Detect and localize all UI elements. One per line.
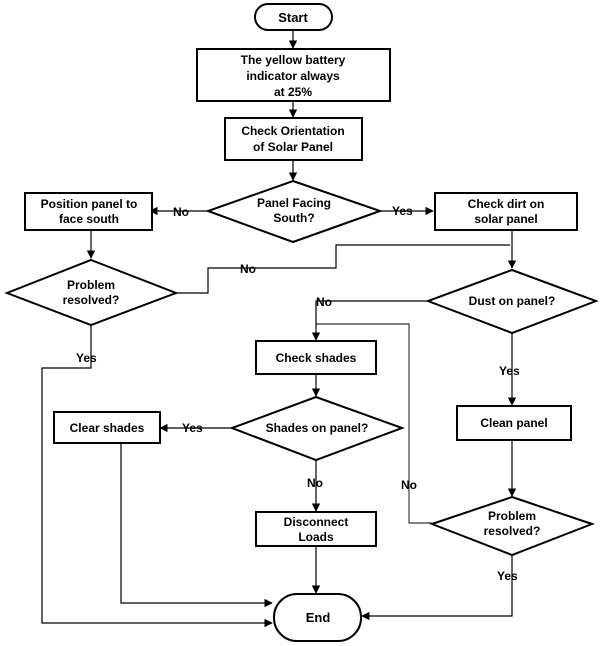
edge-clear-end (120, 443, 273, 608)
node-dirt-line-1: Check dirt on (468, 197, 545, 211)
node-clear-shades: Clear shades (53, 411, 161, 444)
edge-label-facing-yes: Yes (392, 204, 413, 218)
edge-resolved1-no (176, 244, 510, 294)
edge-dust-no (311, 300, 428, 341)
node-facing-decision: Panel Facing South? (205, 179, 384, 244)
node-resolved1-line-2: resolved? (63, 293, 120, 307)
node-dirt-line-2: solar panel (474, 212, 537, 226)
node-position: Position panel to face south (24, 192, 153, 231)
node-end: End (273, 593, 362, 642)
node-resolved2-line-1: Problem (488, 509, 536, 523)
node-end-label: End (306, 610, 331, 625)
node-start-label: Start (278, 10, 308, 25)
edge-labels: No Yes No Yes No Yes Yes No No Yes (76, 204, 520, 583)
node-shades-check-label: Check shades (276, 351, 357, 365)
edge-label-resolved1-yes: Yes (76, 351, 97, 365)
node-battery-line-3: at 25% (274, 85, 312, 99)
node-orientation-line-1: Check Orientation (241, 124, 344, 138)
edge-label-facing-no: No (173, 205, 189, 219)
edge-label-dust-no: No (316, 295, 332, 309)
node-position-line-2: face south (59, 212, 119, 226)
edge-label-dust-yes: Yes (499, 364, 520, 378)
edge-resolved2-yes (361, 555, 513, 621)
node-battery: The yellow battery indicator always at 2… (196, 48, 391, 102)
edge-label-resolved1-no: No (240, 262, 256, 276)
node-facing-line-2: South? (273, 211, 314, 225)
node-resolved1-decision: Problem resolved? (4, 258, 179, 327)
node-clean: Clean panel (456, 405, 572, 441)
node-orientation: Check Orientation of Solar Panel (224, 117, 363, 161)
node-position-line-1: Position panel to (41, 197, 138, 211)
node-clean-label: Clean panel (480, 416, 547, 430)
node-orientation-line-2: of Solar Panel (253, 140, 333, 154)
edge-label-shades-yes: Yes (182, 421, 203, 435)
edge-label-shades-no: No (307, 476, 323, 490)
node-shades-check: Check shades (255, 340, 377, 375)
node-battery-line-1: The yellow battery (241, 53, 346, 67)
node-shades-decision: Shades on panel? (229, 395, 405, 462)
node-dust-label: Dust on panel? (469, 294, 556, 308)
node-shades-on-label: Shades on panel? (266, 421, 369, 435)
edge-resolved1-yes (41, 325, 273, 628)
node-facing-line-1: Panel Facing (257, 196, 331, 210)
node-clear-shades-label: Clear shades (70, 421, 145, 435)
edge-label-resolved2-no: No (401, 478, 417, 492)
node-start: Start (254, 3, 333, 31)
node-resolved2-decision: Problem resolved? (429, 495, 595, 557)
node-resolved2-line-2: resolved? (484, 524, 541, 538)
edge-resolved2-no (316, 323, 432, 524)
node-disconnect-line-2: Loads (298, 530, 334, 544)
node-battery-line-2: indicator always (246, 69, 340, 83)
node-resolved1-line-1: Problem (67, 278, 115, 292)
node-dust-decision: Dust on panel? (425, 268, 599, 335)
node-dirt: Check dirt on solar panel (434, 192, 578, 231)
node-disconnect-line-1: Disconnect (284, 515, 349, 529)
node-disconnect: Disconnect Loads (255, 511, 377, 547)
edge-label-resolved2-yes: Yes (497, 569, 518, 583)
connectors (41, 30, 517, 628)
